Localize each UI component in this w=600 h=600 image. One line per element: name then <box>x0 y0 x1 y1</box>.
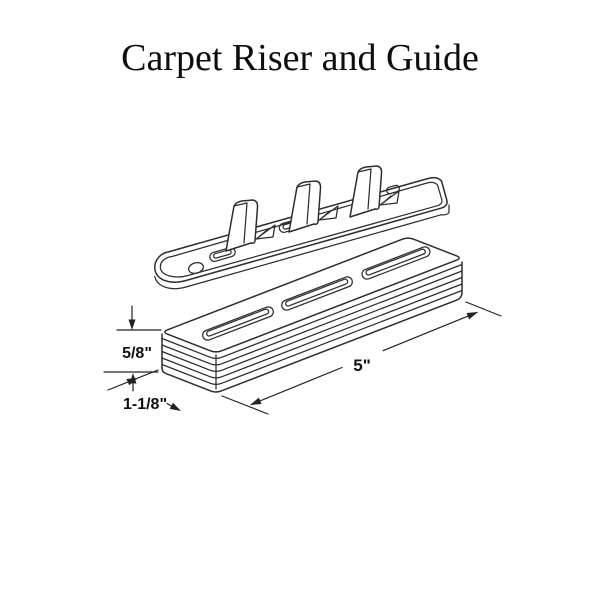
plate-triangle-opening-1 <box>255 224 276 240</box>
guide-tab-3 <box>349 165 383 218</box>
depth-arrow-1-head <box>126 378 138 386</box>
depth-dimension-label: 1-1/8" <box>123 396 167 413</box>
height-arrow-top-head <box>128 319 136 330</box>
plate-end-tab <box>386 184 401 195</box>
plate-screw-hole <box>188 261 204 275</box>
plate-bottom-edge <box>154 204 450 290</box>
riser-block <box>161 237 463 393</box>
page-title: Carpet Riser and Guide <box>121 37 479 79</box>
length-arrow-left-head <box>250 397 262 405</box>
guide-plate <box>154 165 450 290</box>
plate-slot-1 <box>209 247 236 262</box>
riser-lamination-lines <box>161 263 463 386</box>
riser-slot-3 <box>361 246 431 280</box>
dimension-depth: 1-1/8" <box>107 369 181 413</box>
length-dimension-label: 5" <box>353 356 371 375</box>
dimension-length: 5" <box>221 301 502 415</box>
length-extension-right <box>465 301 502 317</box>
length-dim-line-right <box>382 311 478 352</box>
plate-triangle-opening-2 <box>318 205 339 221</box>
guide-tab-2 <box>288 180 322 233</box>
length-extension-left <box>221 395 269 415</box>
depth-arrow-2-head <box>169 402 181 411</box>
guide-tab-1 <box>225 199 259 252</box>
length-arrow-right-head <box>466 312 478 320</box>
dimension-height: 5/8" <box>103 305 162 392</box>
length-dim-line-left <box>250 366 343 406</box>
riser-top-face <box>164 237 460 353</box>
plate-triangle-opening-3 <box>379 190 400 206</box>
riser-outline <box>161 261 463 393</box>
plate-inner-contour <box>159 181 443 278</box>
riser-slot-1 <box>202 306 274 341</box>
height-dimension-label: 5/8" <box>122 345 152 362</box>
riser-slot-2 <box>281 276 353 311</box>
